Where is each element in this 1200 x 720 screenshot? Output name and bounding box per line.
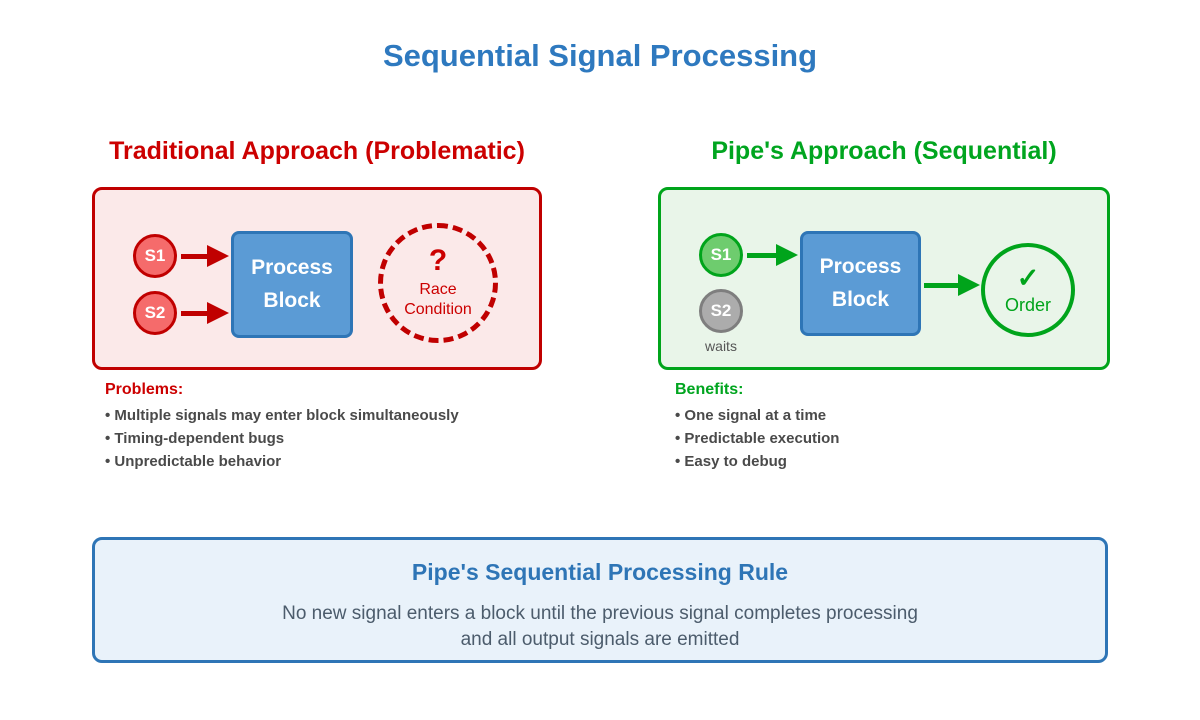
problems-item: • Multiple signals may enter block simul… [105,407,459,424]
output-arrow-head [958,274,980,296]
s1-arrow-head [207,245,229,267]
race-condition-circle: ? Race Condition [378,223,498,343]
rule-body-line1: No new signal enters a block until the p… [282,603,918,624]
output-arrow-shaft [924,283,962,288]
question-mark-icon: ? [428,244,448,277]
process-block-line2: Block [263,288,321,312]
signal-s1-circle: S1 [133,234,177,278]
race-label-line1: Race [419,281,457,298]
rule-box: Pipe's Sequential Processing Rule No new… [92,537,1108,663]
problems-list: Problems: • Multiple signals may enter b… [105,381,459,473]
benefits-title: Benefits: [675,381,744,398]
signal-s2-circle: S2 [133,291,177,335]
s2-arrow-shaft [181,311,211,316]
problems-item: • Timing-dependent bugs [105,430,285,447]
benefits-item: • Easy to debug [675,453,787,470]
rule-title: Pipe's Sequential Processing Rule [411,559,789,585]
left-section-heading: Traditional Approach (Problematic) [109,137,525,165]
process-block: Process Block [800,231,921,336]
page-title: Sequential Signal Processing [382,38,818,73]
benefits-item: • One signal at a time [675,407,827,424]
benefits-item: • Predictable execution [675,430,840,447]
right-section-heading: Pipe's Approach (Sequential) [711,137,1057,165]
s2-arrow-head [207,302,229,324]
order-label: Order [1004,294,1051,315]
signal-s2-circle: S2 [699,289,743,333]
process-block-line1: Process [251,255,333,279]
process-block-line2: Block [831,287,890,311]
rule-body: No new signal enters a block until the p… [95,601,1105,652]
process-block-line1: Process [819,254,902,278]
s1-arrow-shaft [181,254,211,259]
checkmark-icon: ✓ [1016,262,1040,293]
order-circle: ✓ Order [981,243,1075,337]
s1-arrow-head [776,244,798,266]
race-label-line2: Condition [404,301,472,318]
traditional-panel: S1 S2 Process Block ? Race Condition [92,187,542,370]
signal-s1-circle: S1 [699,233,743,277]
rule-body-line2: and all output signals are emitted [460,628,740,650]
process-block: Process Block [231,231,353,338]
problems-title: Problems: [105,381,184,398]
benefits-list: Benefits: • One signal at a time • Predi… [675,381,839,473]
s1-arrow-shaft [747,253,779,258]
pipes-panel: S1 S2 waits Process Block ✓ Order [658,187,1110,370]
waits-label: waits [705,338,737,354]
problems-item: • Unpredictable behavior [105,453,282,470]
